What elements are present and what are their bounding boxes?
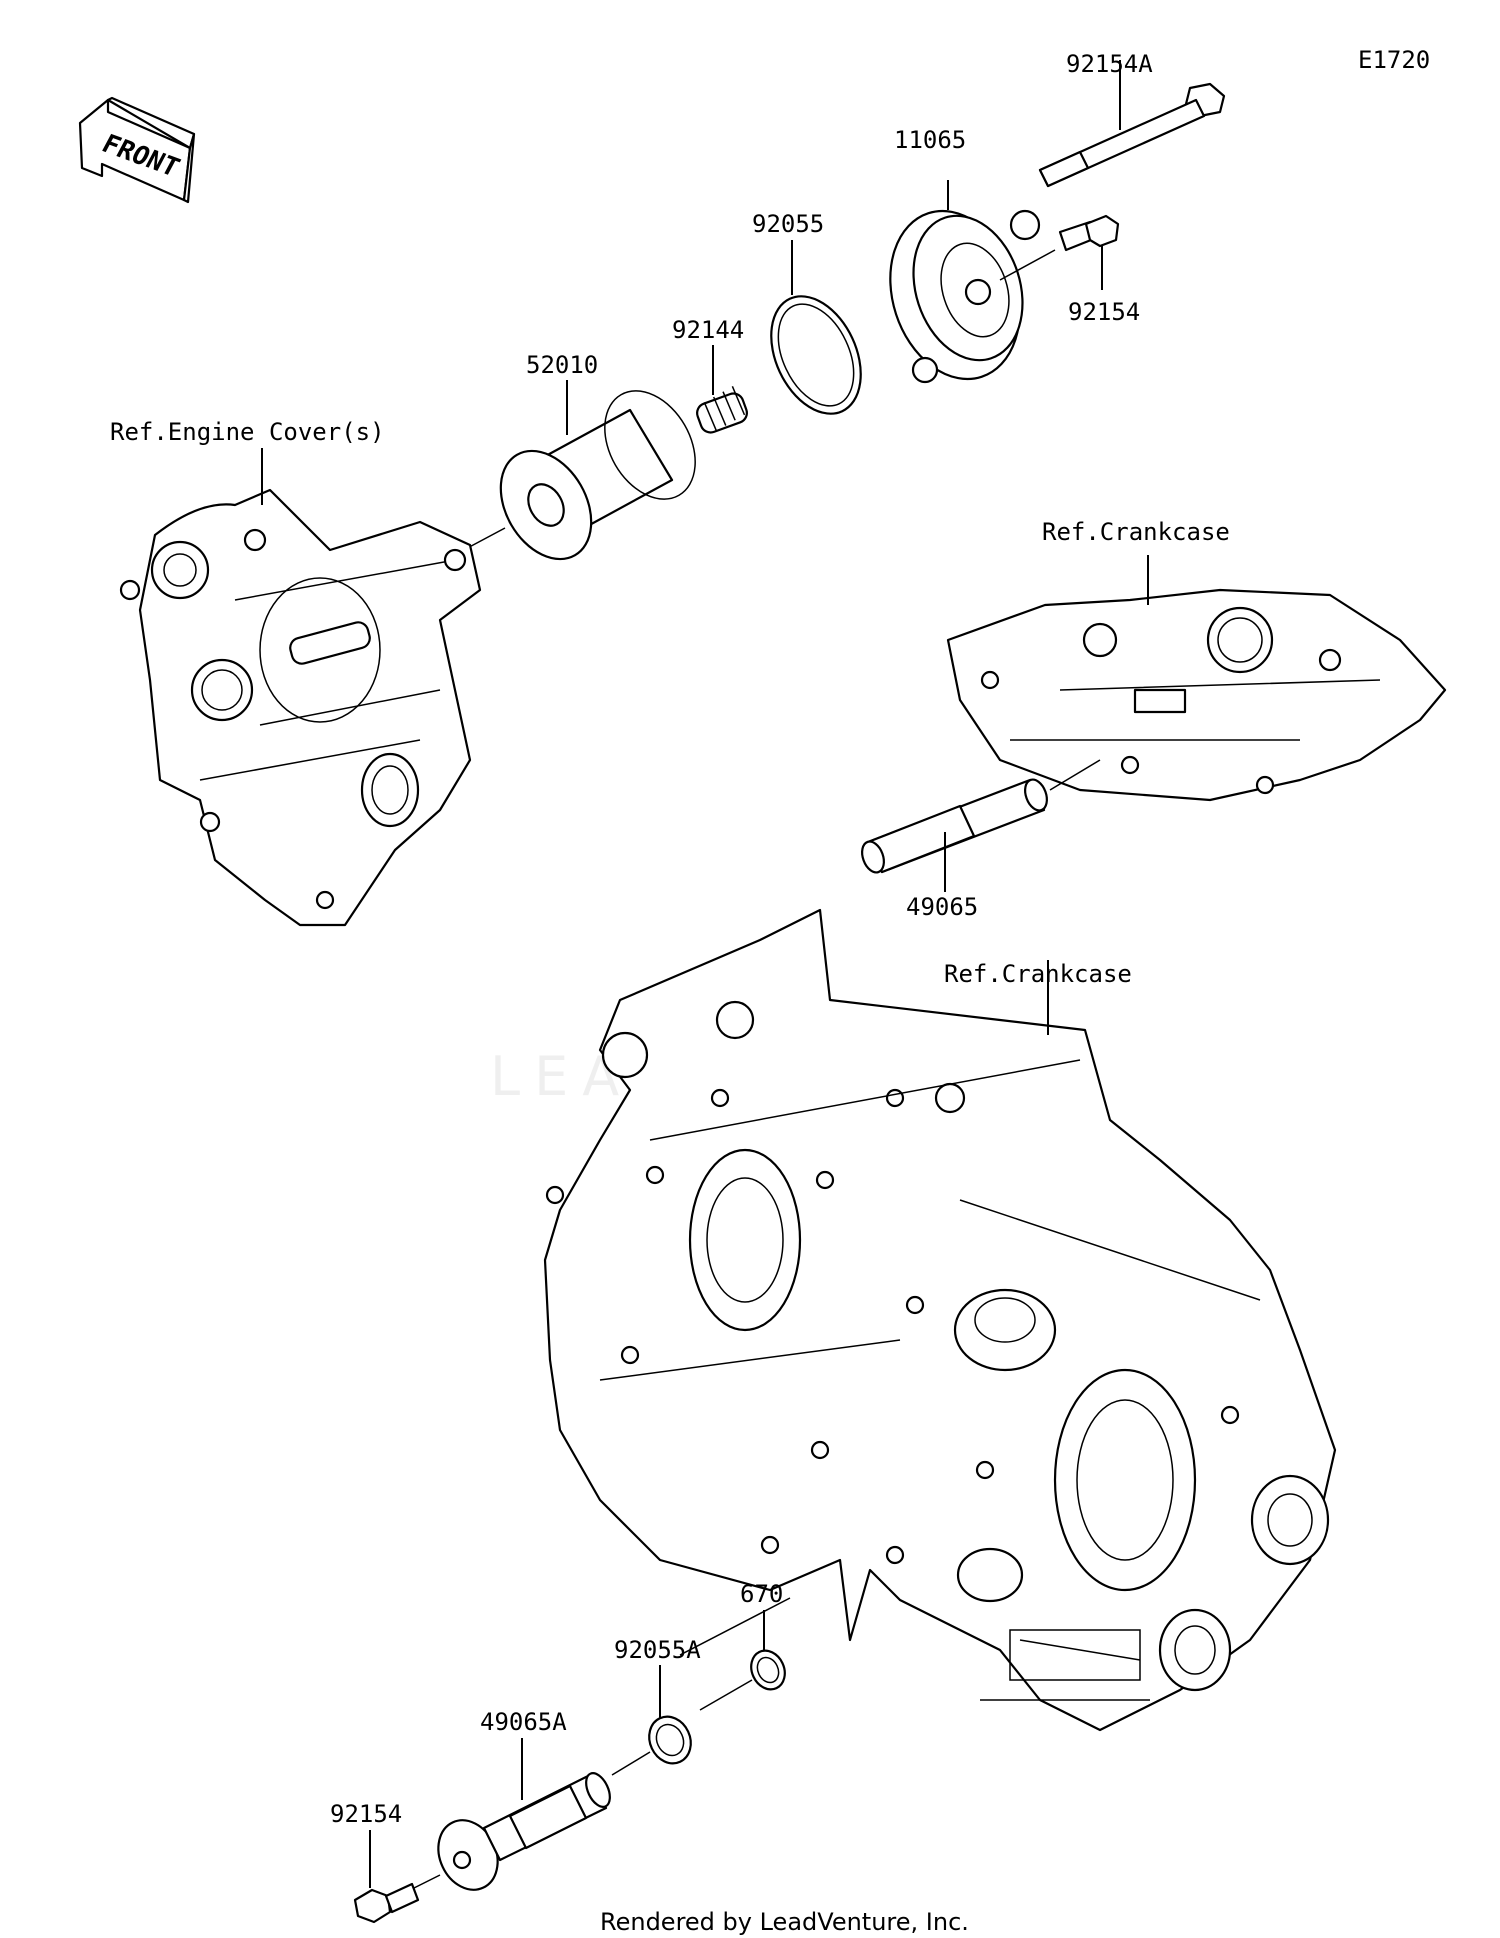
engine-cover-reference <box>119 448 482 927</box>
bolt-92154-lower[interactable] <box>353 1830 420 1924</box>
ref-engine-cover: Ref.Engine Cover(s) <box>110 418 385 446</box>
label-11065: 11065 <box>894 126 966 154</box>
leader-line <box>611 1751 651 1776</box>
ref-crankcase-upper: Ref.Crankcase <box>1042 518 1230 546</box>
label-92144: 92144 <box>672 316 744 344</box>
label-52010: 52010 <box>526 351 598 379</box>
diagram-code: E1720 <box>1358 46 1430 74</box>
label-49065a: 49065A <box>480 1708 567 1736</box>
leader-line <box>679 1597 791 1656</box>
front-arrow-icon: FRONT <box>78 96 196 204</box>
spring-92144[interactable] <box>694 345 749 435</box>
label-92154a: 92154A <box>1066 50 1153 78</box>
ref-crankcase-lower: Ref.Crankcase <box>944 960 1132 988</box>
label-670: 670 <box>740 1580 783 1608</box>
label-92055a: 92055A <box>614 1636 701 1664</box>
label-49065: 49065 <box>906 893 978 921</box>
oil-filter-52010[interactable] <box>459 375 714 575</box>
o-ring-670[interactable] <box>745 1610 791 1695</box>
crankcase-upper-reference <box>946 555 1447 802</box>
label-92154-upper: 92154 <box>1068 298 1140 326</box>
footer-credit: Rendered by LeadVenture, Inc. <box>600 1908 969 1936</box>
o-ring-92055[interactable] <box>754 240 879 428</box>
crankcase-lower-reference <box>543 908 1337 1732</box>
label-92154-lower: 92154 <box>330 1800 402 1828</box>
strainer-49065a[interactable] <box>427 1738 614 1899</box>
leader-line <box>699 1679 753 1711</box>
label-92055: 92055 <box>752 210 824 238</box>
bolt-92154a[interactable] <box>1038 60 1226 188</box>
oil-filter-cover-11065[interactable] <box>869 180 1056 396</box>
bolt-92154-upper[interactable] <box>1058 214 1120 290</box>
o-ring-92055a[interactable] <box>642 1665 699 1770</box>
oil-screen-49065[interactable] <box>858 759 1101 892</box>
